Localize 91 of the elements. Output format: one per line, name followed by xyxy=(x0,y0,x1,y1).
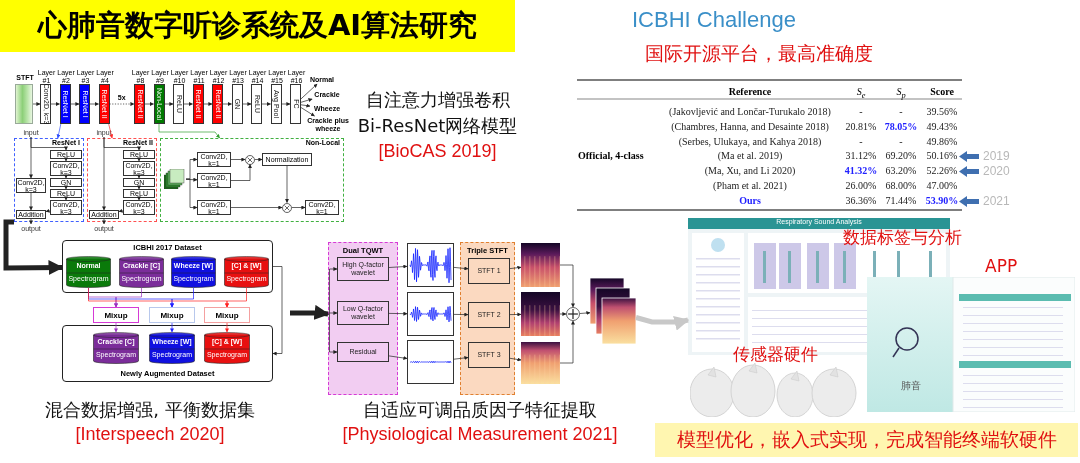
block-detail-panel xyxy=(14,138,84,222)
dataset-panel xyxy=(62,240,273,293)
data-cylinder xyxy=(224,256,269,288)
operator-circle xyxy=(282,202,292,213)
spectrogram-picture xyxy=(521,292,560,336)
arrow xyxy=(118,208,124,213)
arrow xyxy=(64,185,68,190)
mixup-box: Mixup xyxy=(204,307,250,323)
stage-panel xyxy=(328,242,398,395)
annotation: 传感器硬件 xyxy=(733,343,819,365)
table-row-header: Official, 4-class xyxy=(578,150,645,163)
operator-circle xyxy=(566,307,580,321)
table-cell-text: 50.16% xyxy=(925,150,959,163)
block-detail-panel xyxy=(87,138,157,222)
arrow xyxy=(559,312,567,316)
block-arrow xyxy=(635,315,690,331)
spectrogram-stack-picture xyxy=(590,278,636,344)
table-cell-text: 26.00% xyxy=(844,180,878,193)
table-cell-text: (Serbes, Ulukaya, and Kahya 2018) xyxy=(677,136,823,149)
dataset-panel xyxy=(62,325,273,382)
caption: Bi-ResNet网络模型 xyxy=(356,114,519,138)
table-cell-text: 49.43% xyxy=(925,121,959,134)
citation: [Physiological Measurement 2021] xyxy=(341,424,619,446)
table-header: S$_{e}$ xyxy=(855,86,867,99)
table-cell-text: 20.81% xyxy=(844,121,878,134)
data-cylinder xyxy=(119,256,164,288)
year-label: 2020 xyxy=(983,164,1011,179)
title-banner: 心肺音数字听诊系统及AI算法研究 xyxy=(0,0,515,52)
table-cell-text: 49.86% xyxy=(925,136,959,149)
arrow xyxy=(29,218,33,225)
year-label: 2021 xyxy=(983,194,1011,209)
table-cell-text: 39.56% xyxy=(925,106,959,119)
spectrogram-picture xyxy=(521,243,560,287)
table-cell-text: 31.12% xyxy=(844,150,878,163)
table-cell-text: 78.05% xyxy=(883,121,919,134)
citation: [Interspeech 2020] xyxy=(74,424,226,446)
feature-map-drawing xyxy=(164,169,186,189)
table-cell-text: 41.32% xyxy=(843,165,879,178)
challenge-title: ICBHI Challenge xyxy=(632,7,797,34)
waveform-plot xyxy=(407,292,454,336)
table-header: Reference xyxy=(727,86,773,99)
data-cylinder xyxy=(171,256,216,288)
caption: 自注意力增强卷积 xyxy=(364,88,511,112)
table-header: S$_{p}$ xyxy=(895,86,907,99)
citation: [BioCAS 2019] xyxy=(377,141,498,163)
data-cylinder xyxy=(66,256,111,288)
annotation: APP xyxy=(985,256,1019,278)
caption: 自适应可调品质因子特征提取 xyxy=(362,398,598,422)
annotation: 数据标签与分析 xyxy=(843,226,963,249)
arrow xyxy=(102,218,106,225)
table-cell-text: - xyxy=(858,106,864,119)
table-cell-text: 47.00% xyxy=(925,180,959,193)
arrow xyxy=(137,157,141,162)
app-text: 肺音 xyxy=(900,379,922,393)
arrow xyxy=(64,157,68,162)
table-cell-text: 63.20% xyxy=(884,165,918,178)
table-cell-text: - xyxy=(858,136,864,149)
year-label: 2019 xyxy=(983,149,1011,164)
arrow xyxy=(45,208,51,213)
table-cell-text: 68.00% xyxy=(884,180,918,193)
table-cell-text: 36.36% xyxy=(844,195,878,208)
table-cell-text: 53.90% xyxy=(924,195,960,208)
app-screenshot-placeholder xyxy=(867,277,1075,412)
table-cell-text: 52.26% xyxy=(925,165,959,178)
stage-panel xyxy=(460,242,515,395)
table-cell-text: (Jakovljević and Lončar-Turukalo 2018) xyxy=(668,106,832,119)
operator-circle xyxy=(245,154,255,165)
mixup-box: Mixup xyxy=(93,307,139,323)
arrow xyxy=(64,196,68,201)
arrow xyxy=(137,174,141,179)
spectrogram-picture xyxy=(521,342,560,384)
table-cell-text: - xyxy=(898,106,904,119)
waveform-plot xyxy=(407,243,454,287)
data-cylinder xyxy=(149,332,195,364)
arrow xyxy=(64,174,68,179)
block-detail-panel xyxy=(160,138,344,222)
arrow xyxy=(137,185,141,190)
subtitle: 国际开源平台，最高准确度 xyxy=(645,41,874,66)
table-cell-text: - xyxy=(898,136,904,149)
data-cylinder xyxy=(204,332,250,364)
block-arrow xyxy=(290,304,330,320)
caption: 混合数据增强, 平衡数据集 xyxy=(44,398,256,422)
waveform-plot xyxy=(407,340,454,384)
block-arrow xyxy=(3,219,64,276)
arrow xyxy=(137,196,141,201)
footer-banner: 模型优化，嵌入式实现，完成智能终端软硬件 xyxy=(655,423,1078,457)
mixup-box: Mixup xyxy=(149,307,195,323)
table-cell-text: 71.44% xyxy=(884,195,918,208)
table-cell-text: 69.20% xyxy=(884,150,918,163)
table-header: Score xyxy=(929,86,955,99)
data-cylinder xyxy=(93,332,139,364)
